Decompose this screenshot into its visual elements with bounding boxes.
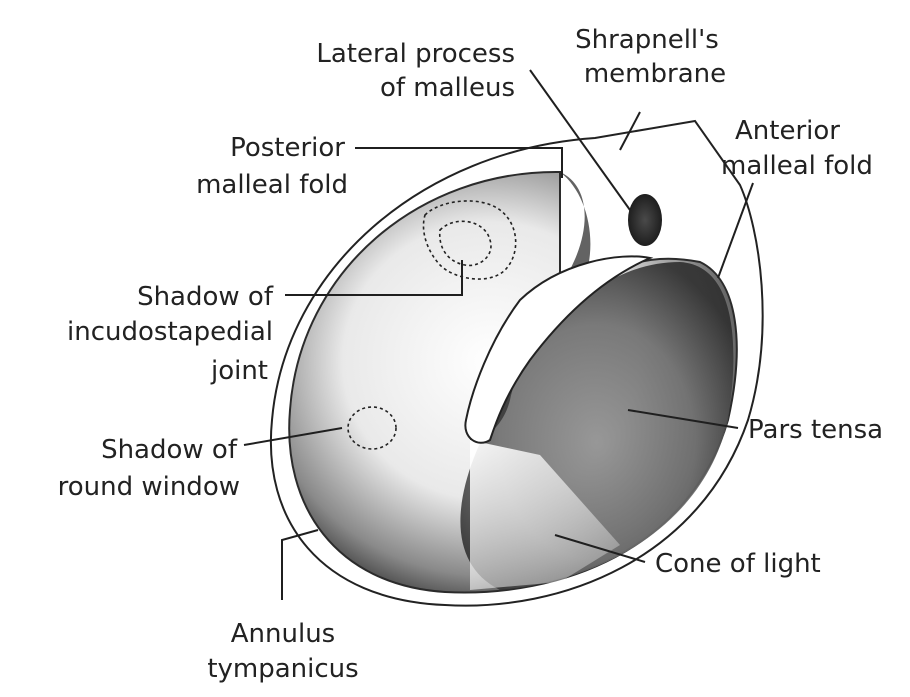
label-anterior-fold-line2: malleal fold xyxy=(721,151,873,181)
label-round-window-line2: round window xyxy=(58,472,240,502)
label-anterior-fold-line1: Anterior xyxy=(735,116,840,146)
label-incudostapedial-line1: Shadow of xyxy=(137,282,274,312)
label-incudostapedial-line3: joint xyxy=(210,356,268,386)
label-cone-of-light: Cone of light xyxy=(655,549,821,579)
lateral-process-knob xyxy=(628,194,662,246)
label-annulus-line1: Annulus xyxy=(231,619,335,649)
label-posterior-fold-line1: Posterior xyxy=(230,133,345,163)
label-lateral-process-line1: Lateral process xyxy=(316,39,515,69)
label-posterior-fold-line2: malleal fold xyxy=(196,170,348,200)
label-shrapnell-line1: Shrapnell's xyxy=(575,25,719,55)
label-round-window-line1: Shadow of xyxy=(101,435,238,465)
label-annulus-line2: tympanicus xyxy=(207,654,358,684)
label-incudostapedial-line2: incudostapedial xyxy=(67,317,273,347)
label-shrapnell-line2: membrane xyxy=(584,59,726,89)
label-pars-tensa: Pars tensa xyxy=(748,415,883,445)
label-lateral-process-line2: of malleus xyxy=(380,73,515,103)
